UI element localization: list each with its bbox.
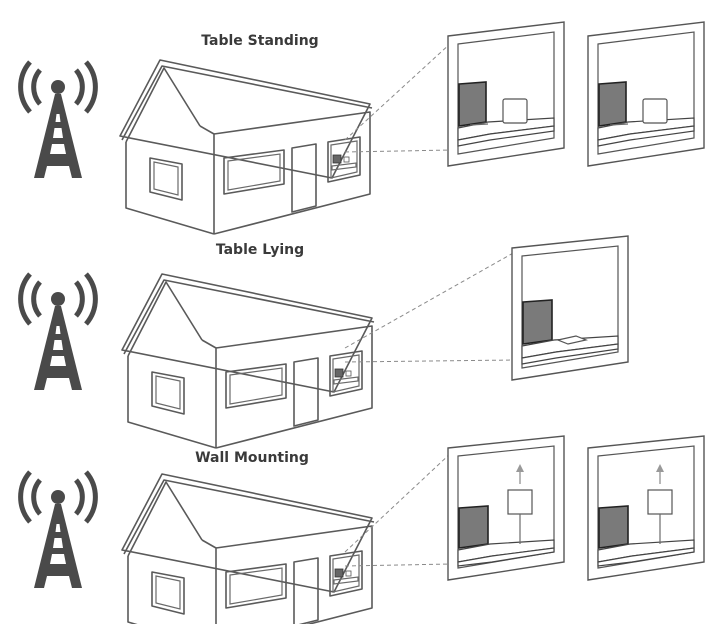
zoom-line [344,451,453,553]
house-icon [121,473,375,624]
window-detail-icon [511,235,629,381]
cell-tower-icon [21,62,96,178]
scene-title: Table Lying [216,242,304,258]
cell-tower-icon [21,274,96,390]
scene-wall-mounting: Wall Mounting [21,435,705,624]
zoom-line [344,251,516,349]
zoom-line [344,149,453,153]
house-icon [119,59,373,235]
zoom-line [344,563,453,567]
zoom-line [344,359,516,363]
scene-table-lying: Table Lying [21,235,629,449]
window-detail-icon [587,435,705,581]
scene-title: Wall Mounting [195,450,309,466]
scene-title: Table Standing [201,33,318,49]
zoom-line [344,41,453,141]
window-detail-icon [587,21,705,167]
house-icon [121,273,375,449]
window-detail-icon [447,21,565,167]
window-detail-icon [447,435,565,581]
cell-tower-icon [21,472,96,588]
scene-table-standing: Table Standing [21,21,705,235]
